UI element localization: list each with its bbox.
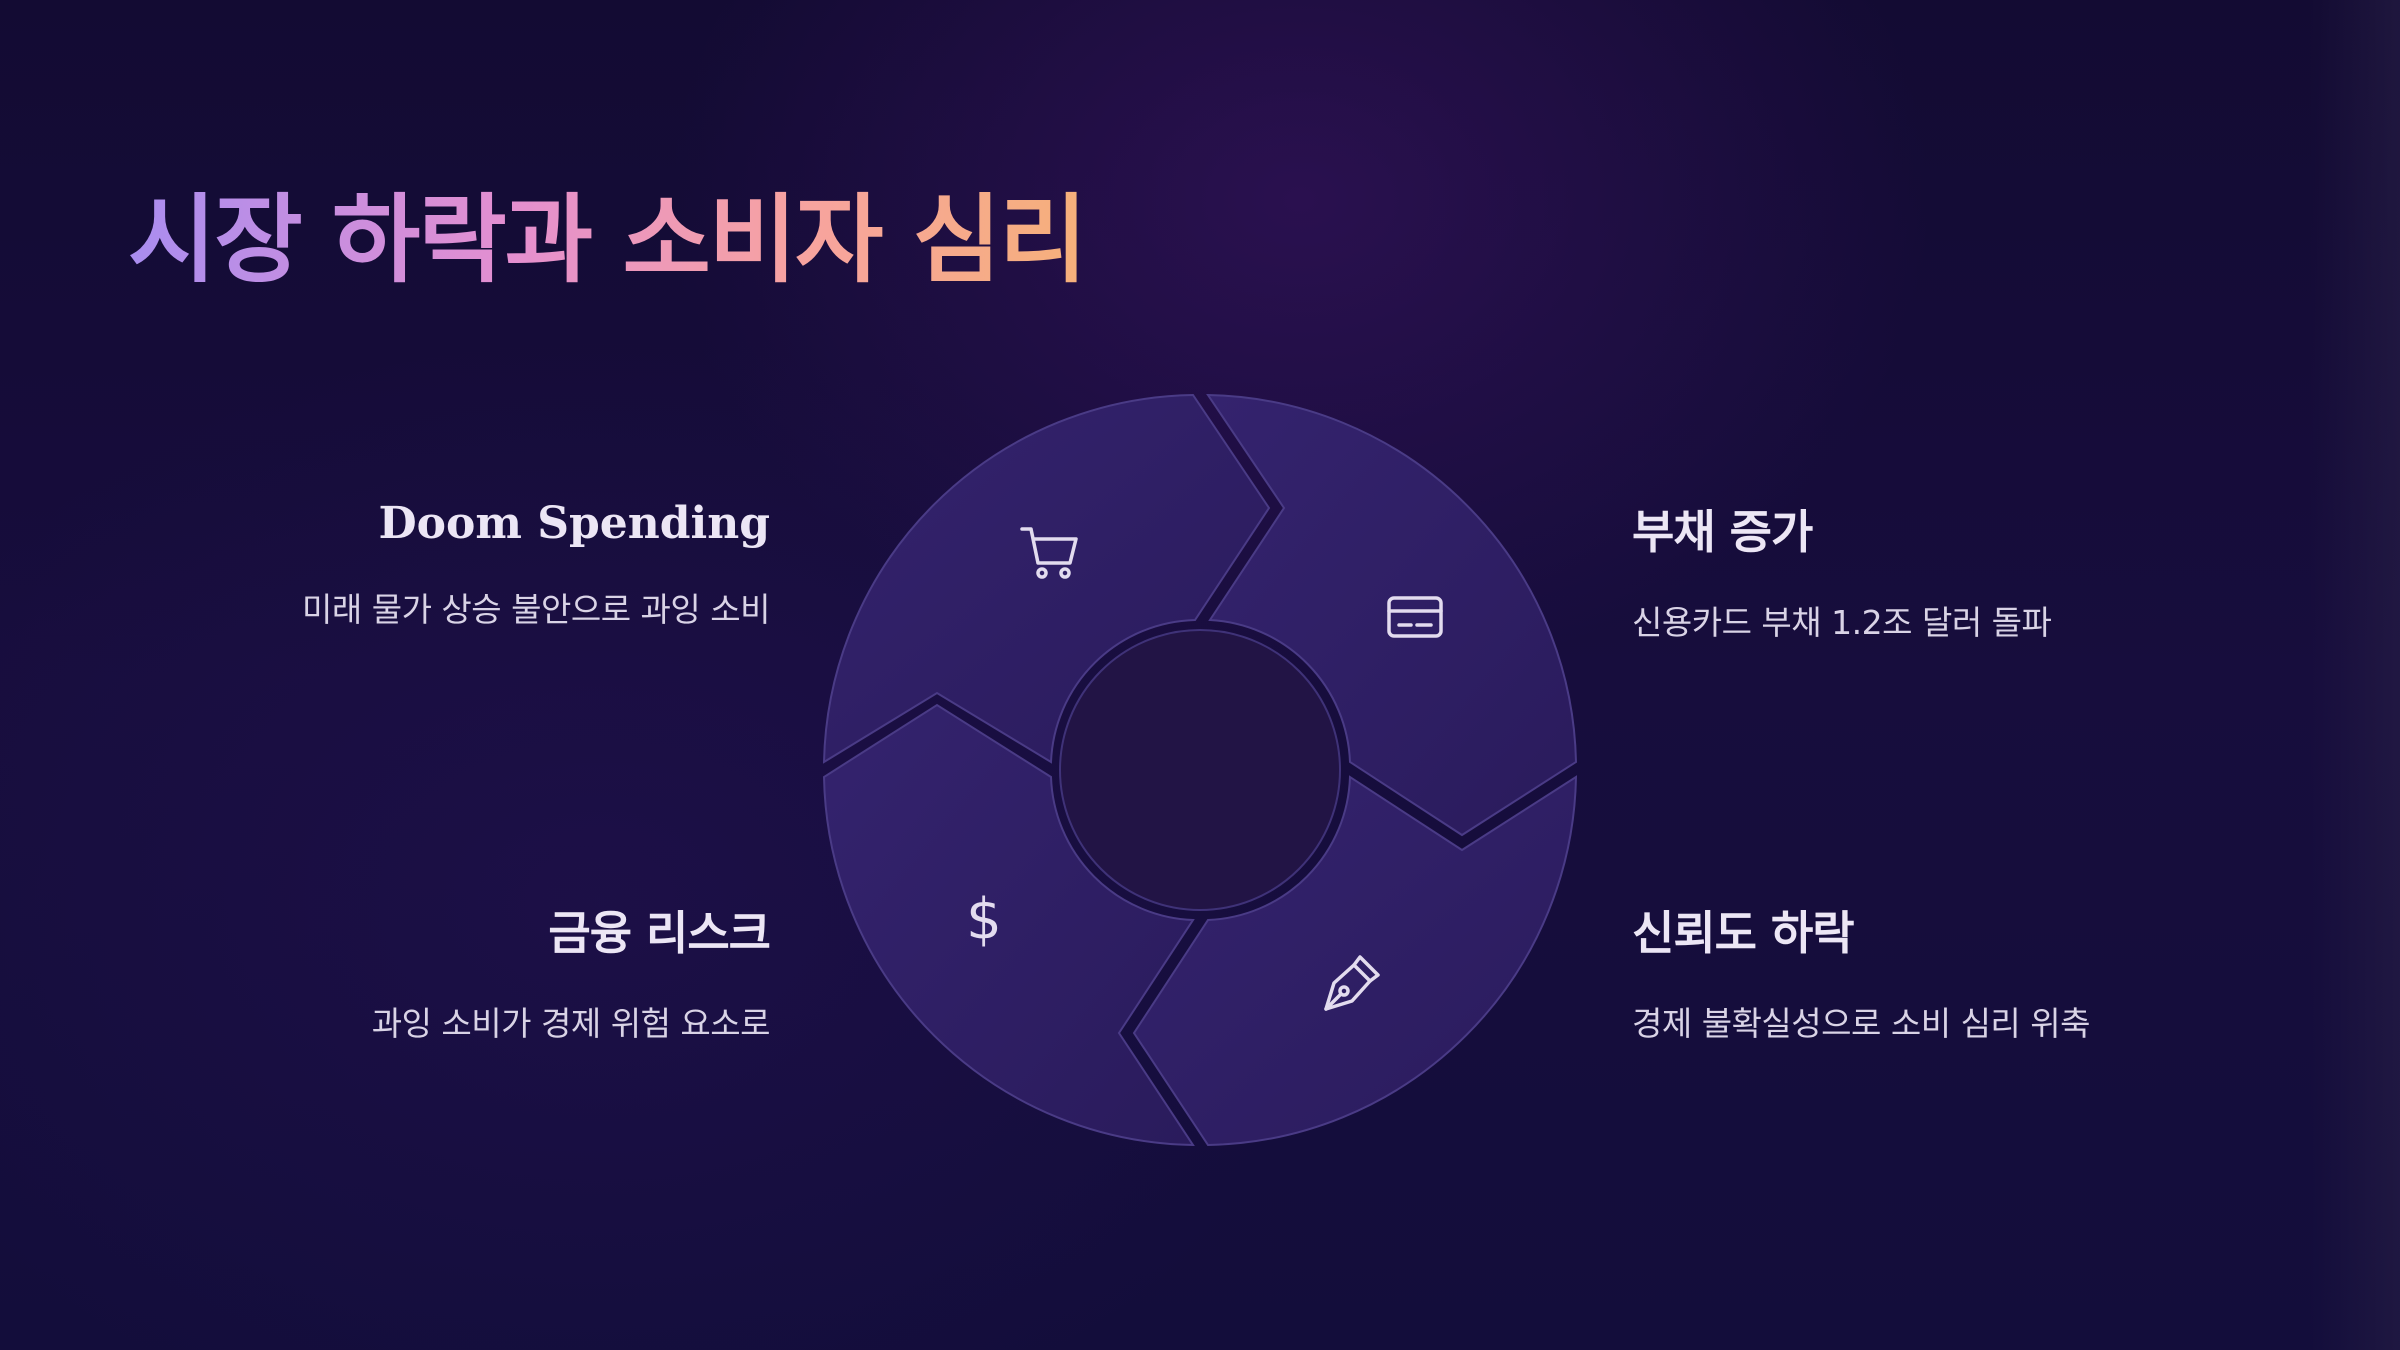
page-title: 시장 하락과 소비자 심리 [128,184,1087,296]
item-description: 경제 불확실성으로 소비 심리 위축 [1632,1004,2091,1043]
item-title: 금융 리스크 [548,906,771,960]
cycle-segment-doom-spending [822,393,1271,764]
item-title: 부채 증가 [1632,505,1813,559]
item-title: 신뢰도 하락 [1632,906,1855,960]
item-doom-spending: Doom Spending 미래 물가 상승 불안으로 과잉 소비 [150,498,771,631]
credit-card-icon [1387,596,1443,638]
cycle-center [1059,629,1341,911]
item-financial-risk: 금융 리스크 과잉 소비가 경제 위험 요소로 [150,897,771,1045]
dollar-sign-icon: $ [966,887,1002,952]
item-description: 미래 물가 상승 불안으로 과잉 소비 [302,590,771,629]
cycle-segment-debt-increase [1206,393,1578,837]
item-confidence-decline: 신뢰도 하락 경제 불확실성으로 소비 심리 위축 [1632,897,2252,1045]
pen-nib-icon [1324,955,1380,1011]
item-title: Doom Spending [378,498,771,549]
right-edge-shade [2310,0,2400,1350]
item-description: 신용카드 부채 1.2조 달러 돌파 [1632,603,2052,642]
item-description: 과잉 소비가 경제 위험 요소로 [371,1004,771,1043]
shopping-cart-icon [1020,527,1078,579]
cycle-segment-financial-risk [822,703,1195,1147]
item-debt-increase: 부채 증가 신용카드 부채 1.2조 달러 돌파 [1632,496,2252,644]
